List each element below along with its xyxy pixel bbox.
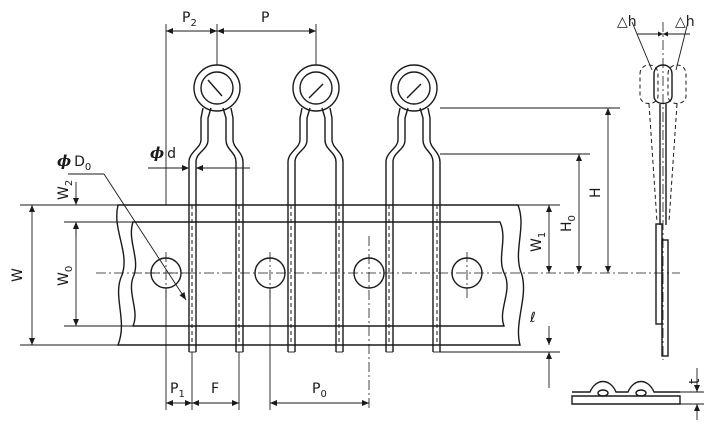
label-w2: W2 xyxy=(56,180,75,200)
label-p2: P2 xyxy=(182,10,197,29)
label-h: H xyxy=(588,187,604,198)
component-1 xyxy=(188,64,244,353)
svg-text:t: t xyxy=(687,378,703,384)
svg-text:H: H xyxy=(588,187,604,198)
svg-text:△h: △h xyxy=(617,14,637,30)
label-w1: W1 xyxy=(529,232,548,252)
label-w: W xyxy=(10,268,26,282)
dimension-left xyxy=(20,182,133,346)
component-2 xyxy=(287,64,344,353)
svg-text:P1: P1 xyxy=(170,381,185,400)
dimension-phi-d0 xyxy=(68,173,187,301)
svg-text:H0: H0 xyxy=(559,215,578,232)
svg-text:F: F xyxy=(211,381,219,397)
svg-text:P: P xyxy=(261,10,269,26)
sprocket-holes xyxy=(145,236,483,408)
svg-text:W: W xyxy=(10,268,26,282)
label-ell: ℓ xyxy=(529,310,536,326)
svg-text:P2: P2 xyxy=(182,10,197,29)
label-t: t xyxy=(687,378,703,384)
svg-text:W2: W2 xyxy=(56,180,75,200)
svg-text:W0: W0 xyxy=(56,266,75,286)
label-p0: P0 xyxy=(312,381,327,400)
svg-text:ϕd: ϕd xyxy=(150,144,176,162)
dimension-phi-d xyxy=(148,165,250,171)
side-view xyxy=(631,21,690,360)
svg-text:△h: △h xyxy=(675,14,695,30)
label-p: P xyxy=(261,10,269,26)
label-f: F xyxy=(211,381,219,397)
dimension-p2-p xyxy=(165,24,317,205)
carrier-tape xyxy=(116,204,525,346)
label-delta-h-left: △h xyxy=(617,14,637,30)
svg-text:ℓ: ℓ xyxy=(529,310,536,326)
label-w0: W0 xyxy=(56,266,75,286)
svg-text:ϕD0: ϕD0 xyxy=(57,152,91,173)
tape-thickness-view xyxy=(571,368,704,420)
svg-text:P0: P0 xyxy=(312,381,327,400)
label-h0: H0 xyxy=(559,215,578,232)
label-p1: P1 xyxy=(170,381,185,400)
svg-text:W1: W1 xyxy=(529,232,548,252)
label-delta-h-right: △h xyxy=(675,14,695,30)
component-3 xyxy=(385,64,441,353)
dimension-right xyxy=(440,107,620,388)
dimension-bottom xyxy=(165,290,369,410)
